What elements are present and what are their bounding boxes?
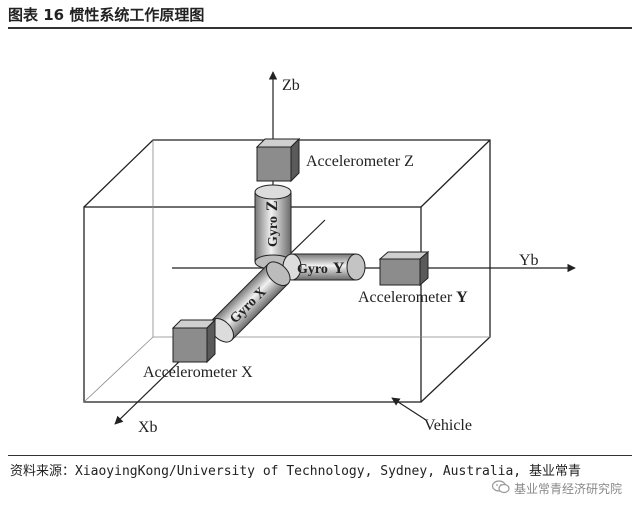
accelerometer-x-label: Accelerometer X xyxy=(143,364,253,381)
figure-title: 图表 16 惯性系统工作原理图 xyxy=(8,6,205,24)
accelerometer-x-cube xyxy=(171,318,217,364)
source-note: 资料来源：XiaoyingKong/University of Technolo… xyxy=(10,464,581,479)
z-axis-label: Zb xyxy=(282,77,300,94)
accelerometer-y-label: Accelerometer Y xyxy=(358,289,468,306)
vehicle-pointer xyxy=(391,397,427,421)
gyro-z-label: GyroZ xyxy=(264,200,281,247)
y-axis-label: Yb xyxy=(519,252,539,269)
gyro-y-cylinder xyxy=(282,253,366,281)
source-divider xyxy=(8,455,632,456)
gyro-z-cylinder xyxy=(254,184,292,270)
title-divider xyxy=(8,27,632,29)
watermark: 基业常青经济研究院 xyxy=(491,480,622,497)
vehicle-label: Vehicle xyxy=(424,417,472,434)
watermark-text: 基业常青经济研究院 xyxy=(513,482,622,496)
accelerometer-y-cube xyxy=(378,250,430,287)
wechat-icon xyxy=(491,480,510,497)
accelerometer-z-label: Accelerometer Z xyxy=(306,153,414,170)
accelerometer-z-cube xyxy=(255,137,301,183)
gyro-x-cylinder: Gyro X xyxy=(209,261,291,343)
x-axis-label: Xb xyxy=(138,419,158,436)
vehicle-box xyxy=(83,139,491,403)
